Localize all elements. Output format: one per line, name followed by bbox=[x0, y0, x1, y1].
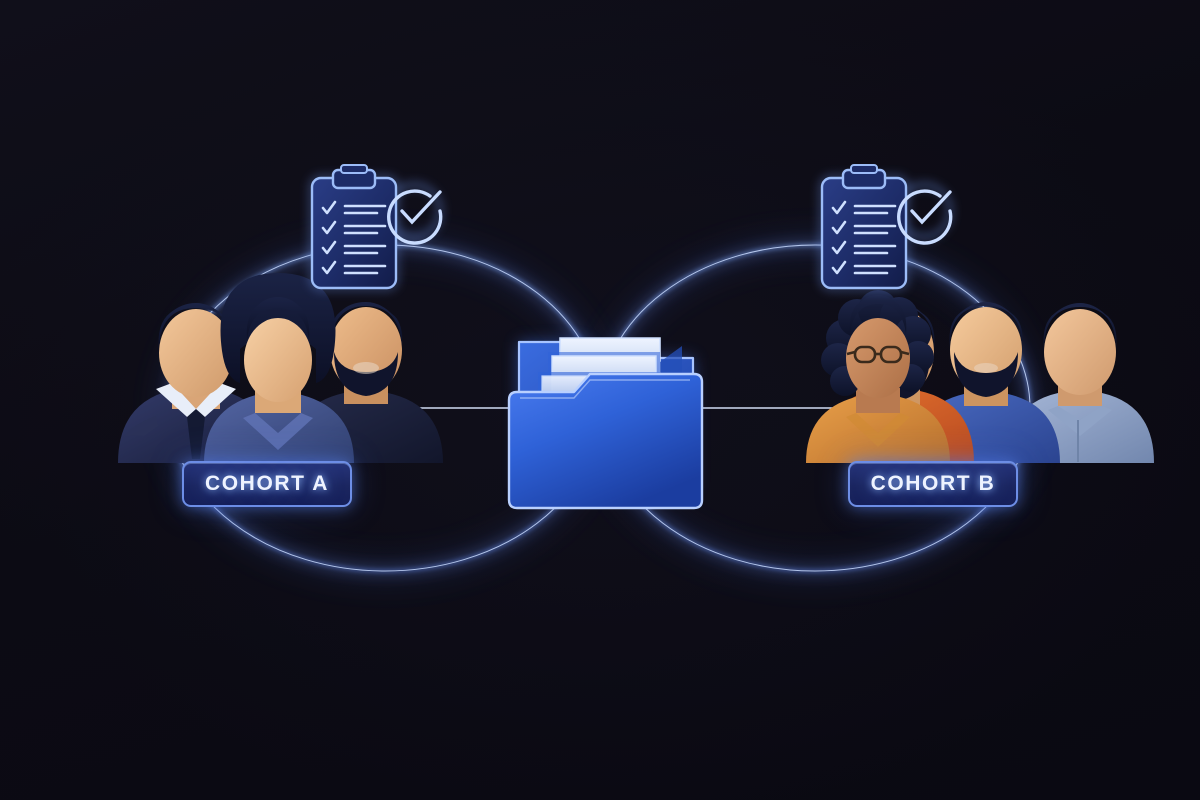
clipboard-checklist-icon-a bbox=[310, 164, 443, 290]
folder-front-panel bbox=[507, 372, 704, 510]
checklist-rows bbox=[831, 200, 897, 275]
member-curly-glasses-woman bbox=[806, 290, 950, 463]
cohort-a-label-text: COHORT A bbox=[204, 472, 329, 495]
cohort-b-label-chip[interactable]: COHORT B bbox=[848, 461, 1018, 507]
circle-check-icon bbox=[897, 189, 953, 245]
glasses-icon bbox=[846, 345, 910, 364]
member-long-hair-woman bbox=[204, 273, 354, 463]
cohort-a-label-chip[interactable]: COHORT A bbox=[182, 461, 352, 507]
checklist-rows bbox=[321, 200, 387, 275]
circle-check-icon bbox=[387, 189, 443, 245]
clipboard-checklist-icon-b bbox=[820, 164, 953, 290]
cohort-b-label-text: COHORT B bbox=[870, 472, 996, 495]
